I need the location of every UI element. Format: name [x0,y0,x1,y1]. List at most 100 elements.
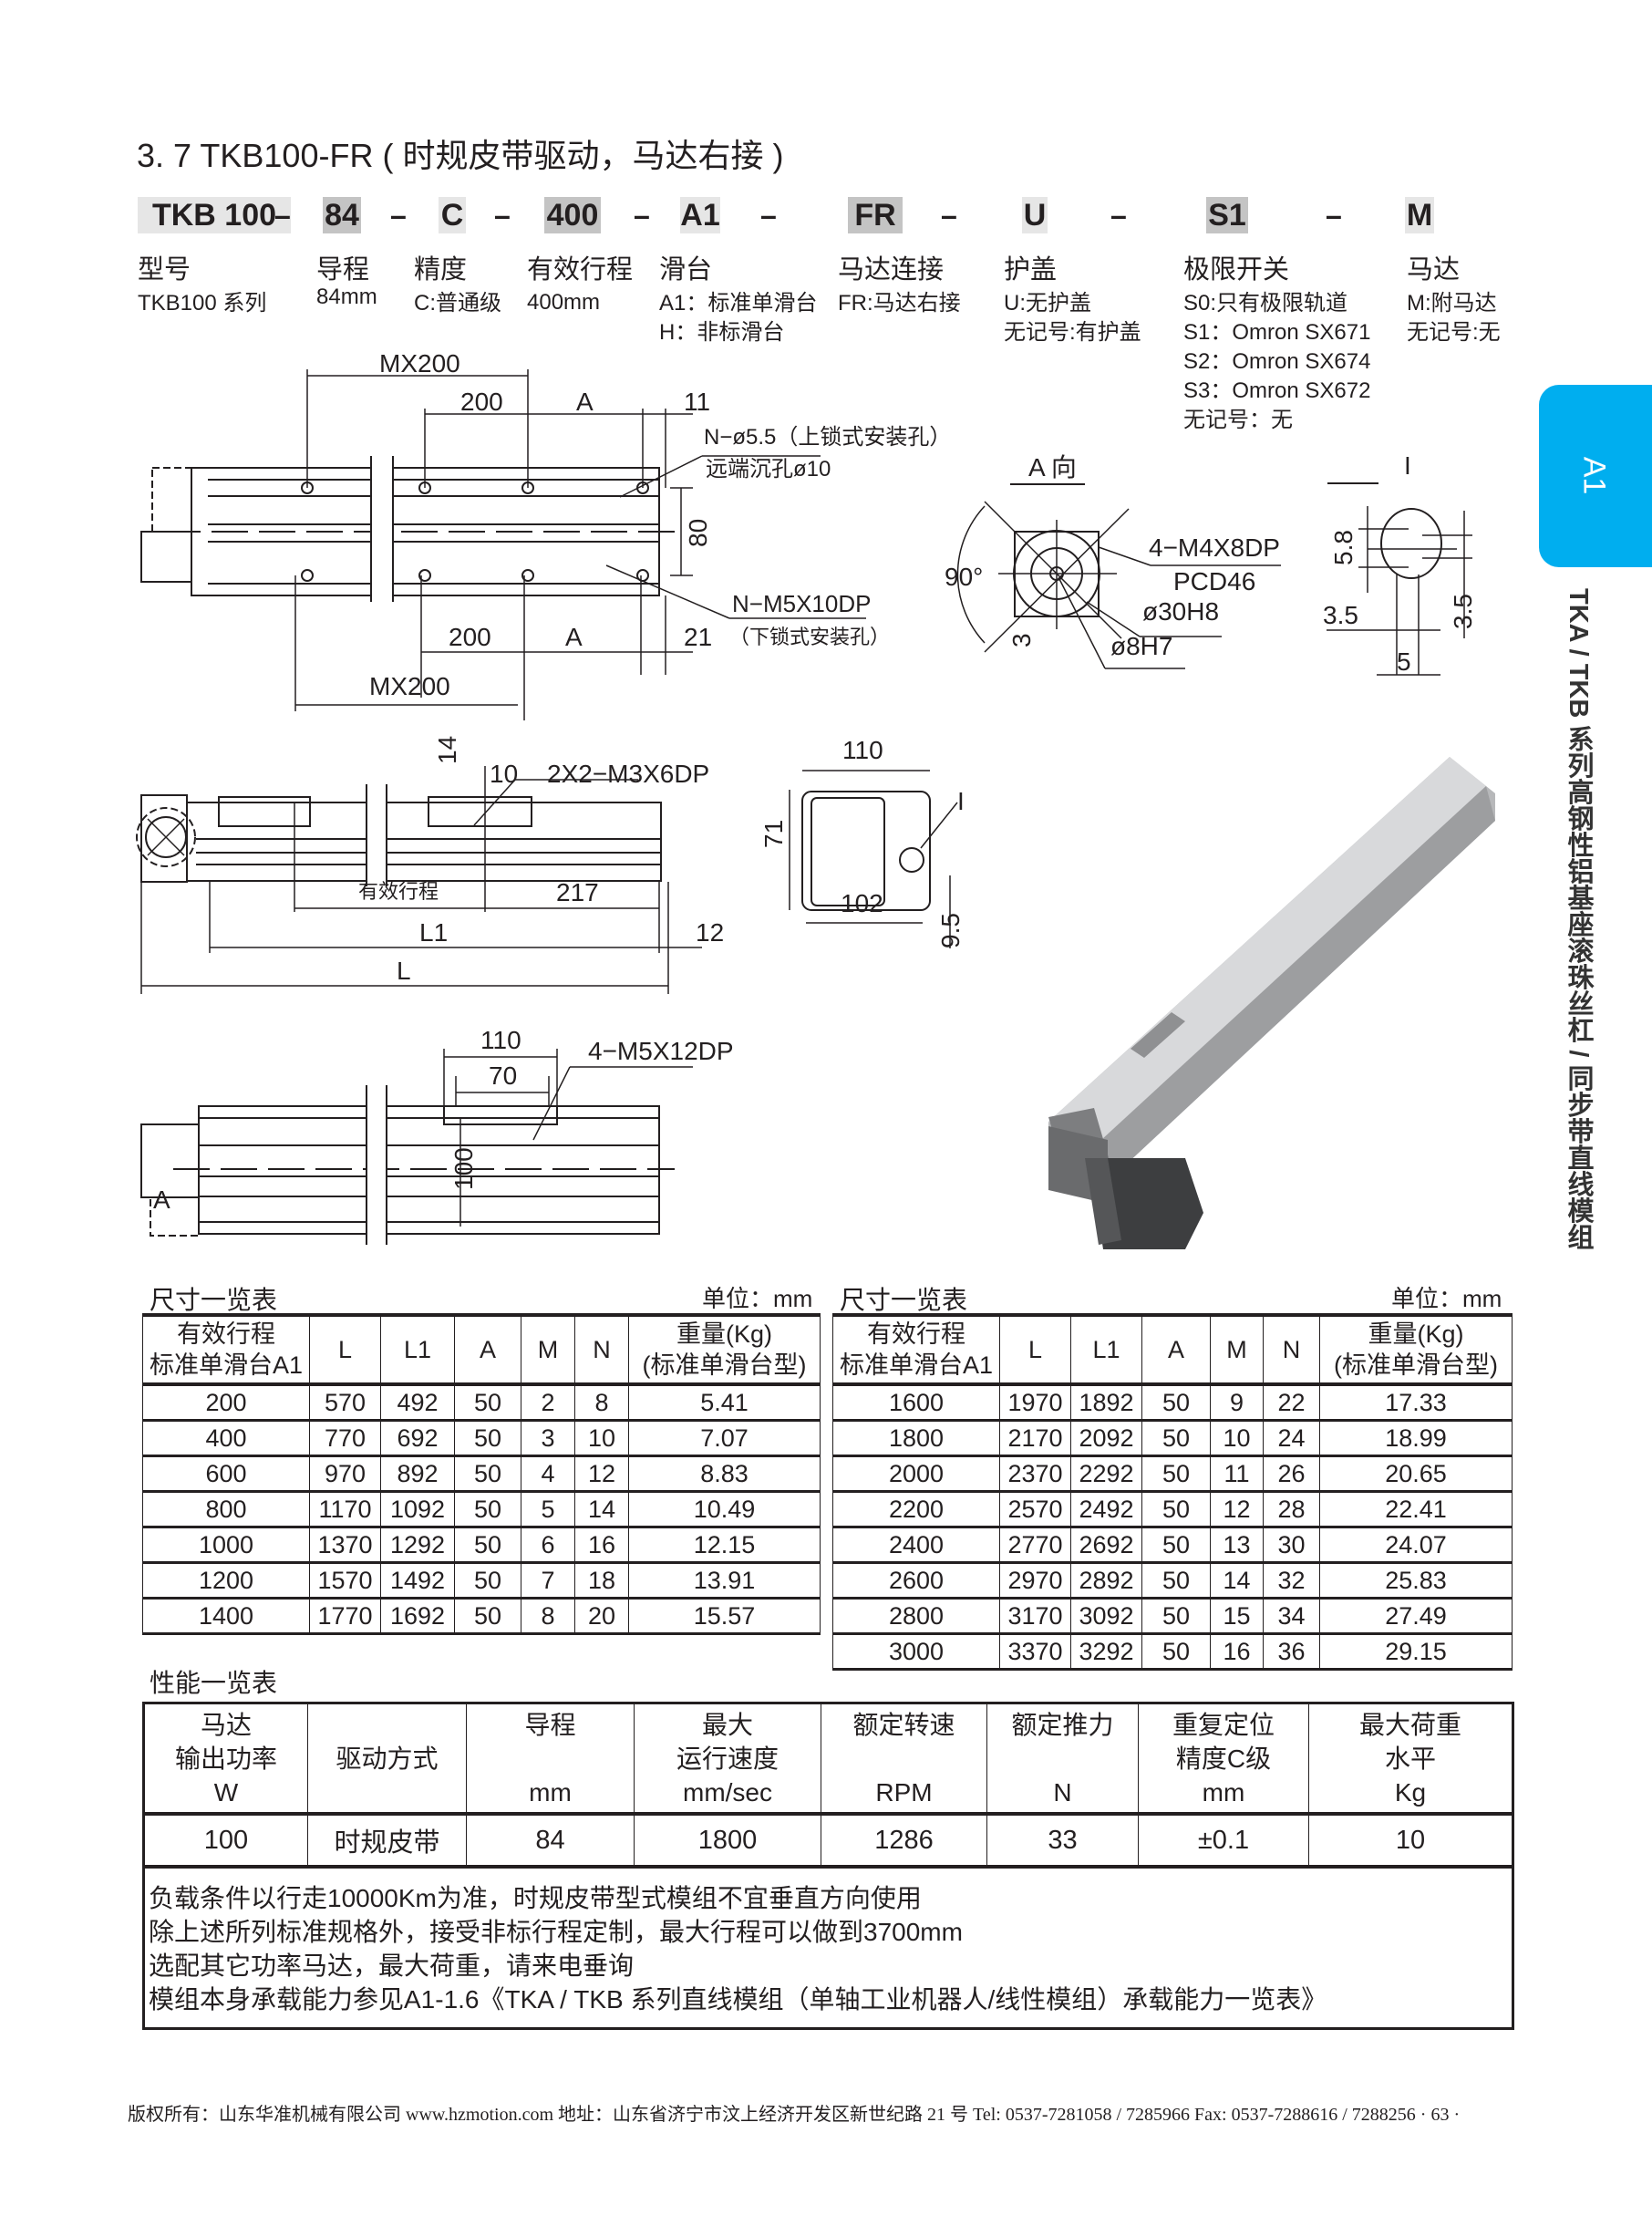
table-cell: 1400 [142,1597,310,1634]
dim-3: 3 [1007,633,1036,647]
table-cell: 970 [309,1455,381,1492]
table-cell: 3292 [1070,1632,1142,1670]
legend-value: H：非标滑台 [659,320,785,345]
dim-11: 11 [684,388,710,416]
table-cell: 16 [1210,1632,1264,1670]
dim-12: 12 [696,918,724,947]
dim-3-5-vertical: 3.5 [1449,594,1477,629]
table-cell: 11 [1210,1455,1264,1492]
table-cell: 1370 [309,1526,381,1563]
column-header: 额定转速 RPM [821,1703,987,1816]
table-cell: 12 [574,1455,629,1492]
table-cell: 400 [142,1419,310,1456]
table-cell: 200 [142,1382,310,1421]
table-cell: 2800 [832,1597,1000,1634]
label-m5-thread: 4−M5X12DP [588,1037,734,1065]
dim-5: 5 [1397,647,1411,676]
note-line: 负载条件以行走10000Km为准，时规皮带型式模组不宜垂直方向使用 [149,1884,922,1912]
legend-label: 导程 [316,255,370,285]
dim-217: 217 [556,878,599,906]
table-cell: 15 [1210,1597,1264,1634]
table-cell: 22.41 [1319,1490,1513,1527]
table-cell: 492 [380,1382,455,1421]
bottom-view-drawing: 110 70 4−M5X12DP 100 A [140,1026,734,1245]
table-cell: 50 [1141,1597,1211,1634]
label-bore-30h8: ø30H8 [1142,597,1219,626]
legend-value: S0:只有极限轨道 [1183,291,1348,316]
table-cell: 2970 [999,1561,1071,1599]
table-cell: 13.91 [628,1561,821,1599]
series-vertical-title: TKA / TKB 系列高钢性铝基座滚珠丝杠 / 同步带直线模组 [1564,588,1593,1250]
dim-102: 102 [841,889,883,917]
column-header: N [574,1314,629,1386]
table-cell: 770 [309,1419,381,1456]
a-direction-arrow-label: A [153,1185,170,1214]
table-cell: 2170 [999,1419,1071,1456]
dim-70: 70 [489,1061,517,1090]
table-cell: 570 [309,1382,381,1421]
legend-value: S3：Omron SX672 [1183,378,1371,403]
table-cell: 50 [1141,1632,1211,1670]
dim-71: 71 [759,820,788,848]
label-pcd46: PCD46 [1173,567,1255,595]
table-cell: 15.57 [628,1597,821,1634]
table-cell: 100 [143,1813,308,1868]
table-cell: 9 [1210,1382,1264,1421]
table-cell: 6 [521,1526,575,1563]
legend-value: C:普通级 [414,291,501,316]
table-cell: ±0.1 [1138,1813,1309,1868]
table-cell: 10.49 [628,1490,821,1527]
legend-value: 400mm [527,290,601,315]
note-line: 除上述所列标准规格外，接受非标行程定制，最大行程可以做到3700mm [149,1918,963,1946]
column-header: M [1210,1314,1264,1386]
code-separator: – [634,199,650,232]
column-header: 有效行程 标准单滑台A1 [832,1314,1000,1386]
dim-a-top: A [576,388,594,416]
table-cell: 1770 [309,1597,381,1634]
column-header: 最大荷重 水平 Kg [1308,1703,1513,1816]
table-cell: 50 [454,1561,521,1599]
table-cell: 1800 [832,1419,1000,1456]
table-cell: 692 [380,1419,455,1456]
notes-cell: 负载条件以行走10000Km为准，时规皮带型式模组不宜垂直方向使用除上述所列标准… [143,1865,1513,2029]
code-motor-connection: FR [848,197,903,233]
legend-value: 无记号:有护盖 [1004,320,1141,345]
column-header: A [454,1314,521,1386]
dim-l1: L1 [419,918,448,947]
table-cell: 7 [521,1561,575,1599]
side-view-drawing: 14 10 2X2−M3X6DP 有效行程 217 L1 12 L [136,736,724,994]
code-separator: – [1110,199,1127,232]
top-view-drawing: MX200 200 A 11 N−ø5.5（上锁式安装孔） 远端沉孔ø10 80… [140,349,951,720]
table-cell: 8.83 [628,1455,821,1492]
table-cell: 50 [1141,1526,1211,1563]
table-cell: 1000 [142,1526,310,1563]
table-cell: 30 [1263,1526,1320,1563]
table-cell: 50 [1141,1490,1211,1527]
table-cell: 22 [1263,1382,1320,1421]
label-effective-stroke: 有效行程 [358,880,439,903]
column-header: 重量(Kg) (标准单滑台型) [628,1314,821,1386]
table-cell: 时规皮带 [307,1813,467,1868]
table-cell: 12 [1210,1490,1264,1527]
table-cell: 50 [454,1526,521,1563]
legend-label: 极限开关 [1183,255,1290,285]
table-cell: 2692 [1070,1526,1142,1563]
table-cell: 32 [1263,1561,1320,1599]
table-cell: 1570 [309,1561,381,1599]
table-cell: 2092 [1070,1419,1142,1456]
code-separator: – [1326,199,1342,232]
table-cell: 14 [574,1490,629,1527]
perf-table-caption: 性能一览表 [150,1669,278,1697]
table-cell: 2770 [999,1526,1071,1563]
column-header: L [309,1314,381,1386]
section-tab-a1[interactable]: A1 [1539,385,1652,567]
